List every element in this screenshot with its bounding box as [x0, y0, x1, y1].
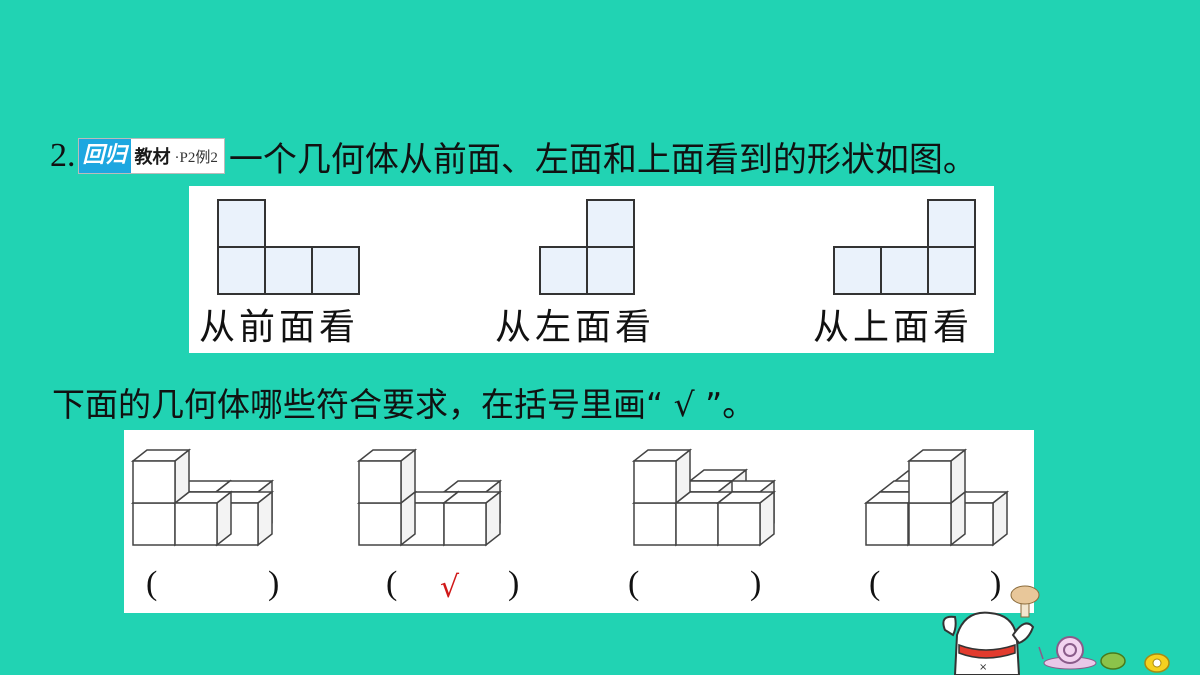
question-text: 一个几何体从前面、左面和上面看到的形状如图。: [228, 139, 977, 180]
option-1-close-paren: ): [268, 565, 280, 602]
question-number: 2.: [50, 137, 76, 174]
view-label-top: 从上面看: [813, 307, 974, 348]
question-line: 2. 回归 教材 ·P2例2 一个几何体从前面、左面和上面看到的形状如图。: [50, 128, 977, 184]
pebble-icon: [1100, 652, 1170, 673]
option-4-open-paren: (: [869, 565, 881, 602]
option-3-open-paren: (: [628, 565, 640, 602]
option-solid-1: [132, 449, 273, 546]
option-solid-3: [633, 449, 775, 546]
top-view-square: [833, 246, 882, 295]
front-view-square: [217, 199, 266, 248]
left-view-square: [539, 246, 588, 295]
option-3-close-paren: ): [750, 565, 762, 602]
view-label-left: 从左面看: [495, 307, 656, 348]
decorative-cartoon: ×: [942, 585, 1170, 675]
option-solid-4: [865, 449, 1008, 546]
option-2-open-paren: (: [386, 565, 398, 602]
badge-reference: ·P2例2: [174, 149, 218, 166]
cube-options-diagram: [132, 449, 1008, 546]
badge-text: 教材: [134, 147, 171, 168]
option-4-close-paren: ): [990, 565, 1002, 602]
options-panel: ( ) ( √ ) ( ) ( ): [124, 430, 1034, 613]
svg-text:×: ×: [979, 662, 987, 673]
textbook-badge: 回归 教材 ·P2例2: [77, 138, 225, 174]
top-view-square: [927, 199, 976, 248]
option-solid-2: [358, 449, 501, 546]
left-view-square: [586, 246, 635, 295]
option-2-close-paren: ): [508, 565, 520, 602]
option-1-open-paren: (: [146, 565, 158, 602]
cartoon-dog-icon: ×: [942, 611, 1035, 675]
snail-icon: [1038, 636, 1097, 670]
left-view-square: [586, 199, 635, 248]
badge-logo: 回归: [78, 139, 131, 173]
mushroom-icon: [1010, 585, 1040, 618]
top-view-square: [927, 246, 976, 295]
front-view-square: [264, 246, 313, 295]
views-diagram: [217, 199, 976, 295]
front-view-square: [217, 246, 266, 295]
view-label-front: 从前面看: [199, 307, 360, 348]
top-view-square: [880, 246, 929, 295]
front-view-square: [311, 246, 360, 295]
subquestion-text: 下面的几何体哪些符合要求，在括号里画“ √ ”。: [52, 385, 756, 424]
option-2-answer[interactable]: √: [440, 570, 460, 605]
views-panel: 从前面看 从左面看 从上面看: [189, 186, 994, 353]
